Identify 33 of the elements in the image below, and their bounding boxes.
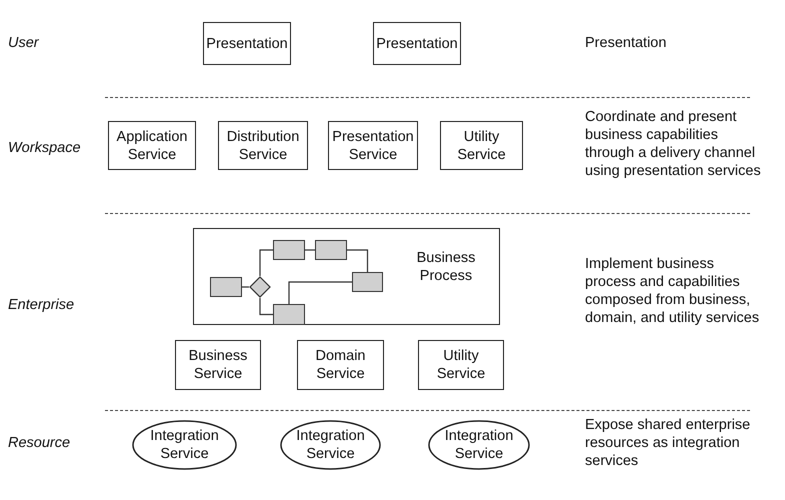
service-box: Utility Service (440, 121, 523, 170)
layer-label: User (8, 34, 39, 52)
process-box: Business Process (193, 228, 500, 325)
service-box: Business Service (175, 340, 261, 390)
activity-box (272, 240, 304, 260)
service-box: Presentation Service (328, 121, 418, 170)
layer-label: Enterprise (8, 296, 74, 314)
connector-line (259, 249, 273, 276)
layer-label: Resource (8, 434, 70, 452)
service-box: Utility Service (418, 340, 504, 390)
service-box: Distribution Service (218, 121, 308, 170)
layer-description: Implement business process and capabilities composed from business, domain, and utility services (585, 255, 760, 327)
service-box: Presentation (203, 22, 291, 65)
service-ellipse: Integration Service (428, 420, 530, 470)
activity-box (272, 304, 304, 324)
service-box: Presentation (373, 22, 461, 65)
service-ellipse: Integration Service (132, 420, 237, 470)
service-ellipse: Integration Service (280, 420, 381, 470)
activity-box (352, 272, 382, 292)
service-box: Domain Service (297, 340, 384, 390)
layer-label: Workspace (8, 139, 81, 157)
service-box: Application Service (108, 121, 196, 170)
layer-description: Coordinate and present business capabilities through a delivery channel using presentation services (585, 108, 762, 180)
layer-description: Presentation (585, 34, 668, 52)
connector-line (288, 281, 352, 304)
activity-box (314, 240, 346, 260)
connector-line (305, 249, 315, 251)
connector-line (347, 249, 368, 272)
decision-diamond (248, 276, 270, 298)
connector-line (242, 286, 249, 288)
connector-line (259, 298, 273, 316)
activity-box (210, 276, 242, 296)
layer-description: Expose shared enterprise resources as integration services (585, 416, 752, 470)
